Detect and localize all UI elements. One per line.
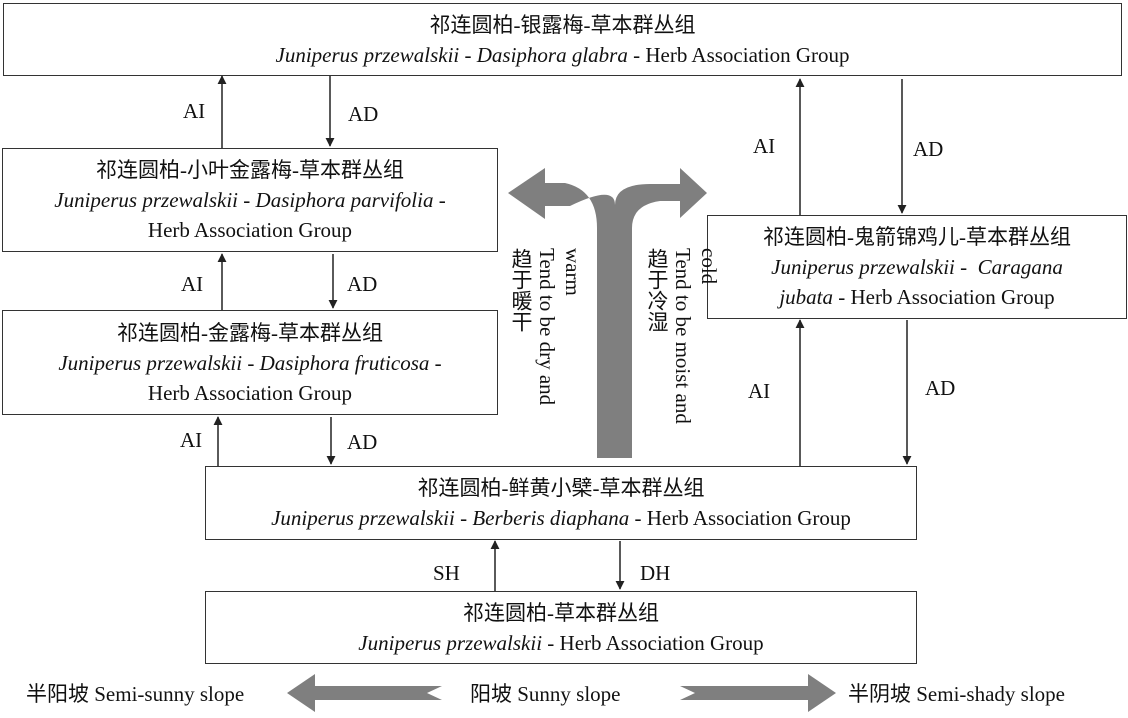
label-ad-right-low: AD xyxy=(925,376,956,400)
label-ai-mid: AI xyxy=(181,272,204,296)
label-ad-mid: AD xyxy=(347,272,378,296)
box-berberis-diaphana: 祁连圆柏-鲜黄小檗-草本群丛组 Juniperus przewalskii - … xyxy=(205,466,917,540)
label-sh: SH xyxy=(433,561,460,585)
slope-sunny: 阳坡 Sunny slope xyxy=(470,682,621,706)
box-dasiphora-glabra: 祁连圆柏-银露梅-草本群丛组 Juniperus przewalskii - D… xyxy=(3,3,1122,76)
label-ai-right-top: AI xyxy=(753,134,776,158)
box-fruticosa-species1: Juniperus przewalskii xyxy=(58,350,243,375)
box-herb-tail: - Herb Association Group xyxy=(542,630,764,655)
box-caragana-species2a: Caragana xyxy=(977,255,1063,279)
trend-right-text: cold Tend to be moist and 趋于冷湿 xyxy=(644,248,722,424)
trend-left-en1: Tend to be dry and xyxy=(535,248,559,406)
label-ai-top: AI xyxy=(183,99,206,123)
label-ai-low: AI xyxy=(180,428,203,452)
box-parvifolia-sep2: - xyxy=(433,188,446,212)
box-herb: 祁连圆柏-草本群丛组 Juniperus przewalskii - Herb … xyxy=(205,591,917,664)
box-fruticosa-tail: Herb Association Group xyxy=(147,380,353,405)
box-parvifolia-sep: - xyxy=(238,188,256,212)
box-parvifolia-cn: 祁连圆柏-小叶金露梅-草本群丛组 xyxy=(96,158,404,182)
box-top-tail: - Herb Association Group xyxy=(627,42,850,67)
box-caragana-species2b: jubata xyxy=(779,285,834,309)
label-dh: DH xyxy=(640,561,671,585)
box-caragana-sep: - xyxy=(954,255,978,279)
box-parvifolia-tail: Herb Association Group xyxy=(147,218,353,242)
box-top-species1: Juniperus przewalskii xyxy=(275,42,460,67)
trend-left-en2: warm xyxy=(561,248,585,296)
trend-left-cn: 趋于暖干 xyxy=(509,248,533,332)
box-dasiphora-parvifolia: 祁连圆柏-小叶金露梅-草本群丛组 Juniperus przewalskii -… xyxy=(2,148,498,252)
box-caragana-jubata: 祁连圆柏-鬼箭锦鸡儿-草本群丛组 Juniperus przewalskii -… xyxy=(707,215,1127,319)
box-caragana-cn: 祁连圆柏-鬼箭锦鸡儿-草本群丛组 xyxy=(763,225,1071,249)
box-parvifolia-species1: Juniperus przewalskii xyxy=(54,188,239,212)
trend-right-en1: Tend to be moist and xyxy=(671,248,695,424)
label-ad-low: AD xyxy=(347,430,378,454)
box-berberis-sep: - xyxy=(454,506,473,530)
box-top-species2: Dasiphora glabra xyxy=(476,42,628,67)
box-berberis-tail: - Herb Association Group xyxy=(629,506,851,530)
label-ad-top: AD xyxy=(348,102,379,126)
trend-arrow-stem xyxy=(508,168,707,458)
trend-right-cn: 趋于冷湿 xyxy=(645,248,669,332)
trend-left-text: warm Tend to be dry and 趋于暖干 xyxy=(508,248,586,405)
box-berberis-species2: Berberis diaphana xyxy=(472,506,630,530)
box-berberis-species1: Juniperus przewalskii xyxy=(271,506,455,530)
box-fruticosa-cn: 祁连圆柏-金露梅-草本群丛组 xyxy=(117,320,383,345)
box-fruticosa-species2: Dasiphora fruticosa xyxy=(259,350,430,375)
label-ad-right-top: AD xyxy=(913,137,944,161)
semi-shady-arrow xyxy=(680,674,836,712)
box-herb-cn: 祁连圆柏-草本群丛组 xyxy=(463,600,659,625)
box-parvifolia-species2: Dasiphora parvifolia xyxy=(255,188,434,212)
box-berberis-cn: 祁连圆柏-鲜黄小檗-草本群丛组 xyxy=(417,476,705,500)
box-fruticosa-sep: - xyxy=(242,350,260,375)
box-dasiphora-fruticosa: 祁连圆柏-金露梅-草本群丛组 Juniperus przewalskii - D… xyxy=(2,310,498,415)
slope-semi-sunny: 半阳坡 Semi-sunny slope xyxy=(26,682,245,706)
box-fruticosa-sep2: - xyxy=(429,350,442,375)
box-caragana-tail: - Herb Association Group xyxy=(833,285,1055,309)
box-herb-species1: Juniperus przewalskii xyxy=(358,630,543,655)
slope-semi-shady: 半阴坡 Semi-shady slope xyxy=(848,682,1065,706)
trend-right-en2: cold xyxy=(697,248,721,285)
semi-sunny-arrow xyxy=(287,674,442,712)
box-top-cn: 祁连圆柏-银露梅-草本群丛组 xyxy=(429,12,696,37)
box-top-sep: - xyxy=(459,42,477,67)
box-caragana-species1: Juniperus przewalskii xyxy=(771,255,955,279)
label-ai-right-low: AI xyxy=(748,379,771,403)
